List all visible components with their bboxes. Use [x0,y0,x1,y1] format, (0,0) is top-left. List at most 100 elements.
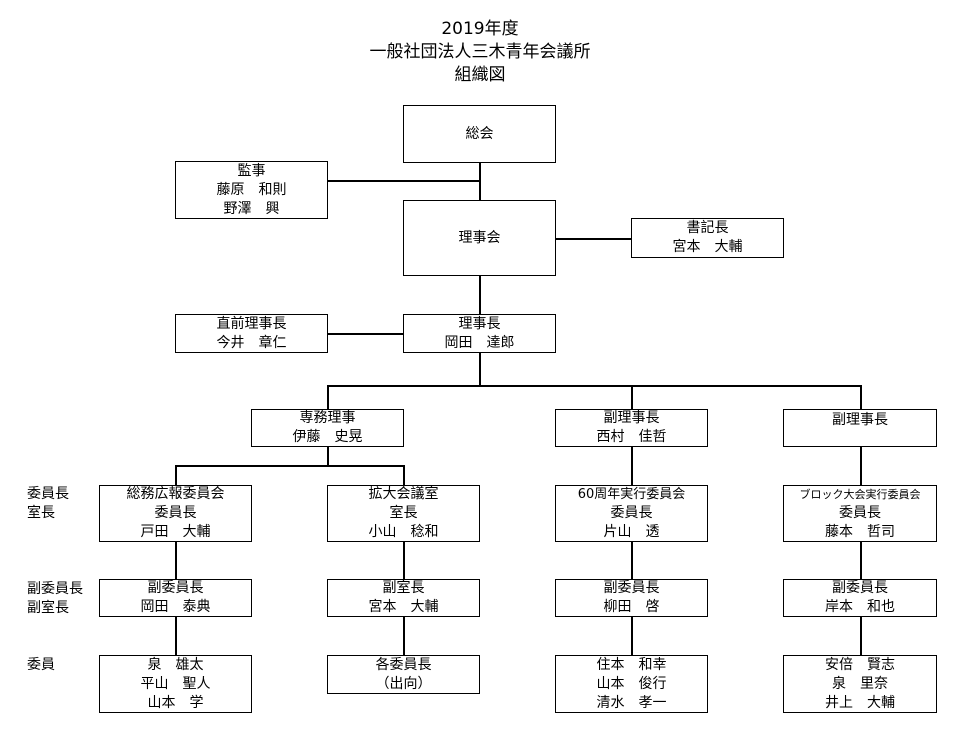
connector-executive-down [327,447,329,465]
members-office-box: 各委員長 （出向） [327,655,480,694]
row-label-office-head: 室長 [27,505,55,521]
member-name: 住本 和幸 [596,656,667,673]
connector-block-members [860,617,862,655]
committee-chair-name: 戸田 大輔 [140,524,211,540]
member-name: 山本 俊行 [596,675,667,692]
committee-role: 委員長 [610,505,653,521]
auditor-member: 野澤 興 [223,200,280,217]
committee-name: ブロック大会実行委員会 [799,488,921,501]
committee-role: 委員長 [839,505,881,521]
connector-past-president [327,333,403,335]
connector-vp1-down [631,447,633,485]
connector-office-members [403,617,405,655]
board-box: 理事会 [403,200,556,276]
committee-role: 委員長 [154,505,197,521]
committee-role: 室長 [389,505,418,521]
secretary-box: 書記長 宮本 大輔 [631,218,784,258]
vice-name: 岡田 泰典 [140,599,211,615]
connector-vp2-down [860,447,862,485]
vice-role: 副委員長 [832,580,888,596]
connector-executive-bar [327,385,861,387]
vice-block-box: 副委員長 岸本 和也 [783,579,937,617]
connector-secretary [556,238,631,240]
connector-60th-vice [631,542,633,579]
executive-director-box: 専務理事 伊藤 史晃 [251,409,404,447]
row-label-chair: 委員長 [27,486,69,502]
connector-to-office [403,465,405,485]
vice-role: 副委員長 [603,580,660,596]
member-name: 各委員長 [375,656,432,673]
members-general-box: 泉 雄太 平山 聖人 山本 学 [99,655,252,713]
secretary-name: 宮本 大輔 [672,239,743,255]
vice-name: 岸本 和也 [825,599,895,615]
row-label-vice-office-head: 副室長 [27,600,69,616]
committee-chair-name: 片山 透 [603,524,660,540]
member-name: 泉 雄太 [147,656,204,673]
president-box: 理事長 岡田 達郎 [403,314,556,353]
board-label: 理事会 [458,229,501,246]
auditor-member: 藤原 和則 [216,181,287,198]
auditor-label: 監事 [237,162,266,179]
committee-name: 60周年実行委員会 [577,487,686,502]
row-label-vice-chair: 副委員長 [27,581,83,597]
past-president-name: 今井 章仁 [216,334,287,351]
connector-to-general [175,465,177,485]
vice-role: 副委員長 [147,580,204,596]
member-name: 安倍 賢志 [825,656,895,673]
chart-title-organization: 一般社団法人三木青年会議所 [369,42,591,62]
member-name: 清水 孝一 [596,694,667,711]
vice-name: 柳田 啓 [603,599,660,615]
connector-to-vp2 [860,385,862,409]
secretary-label: 書記長 [686,220,729,236]
connector-board-president [479,276,481,314]
vice-president-box: 副理事長 [783,409,937,447]
committee-name: 拡大会議室 [368,486,439,502]
member-name: 泉 里奈 [832,675,888,692]
vice-60th-box: 副委員長 柳田 啓 [555,579,708,617]
members-block-box: 安倍 賢志 泉 里奈 井上 大輔 [783,655,937,713]
chart-title-year: 2019年度 [441,19,519,39]
member-name: 井上 大輔 [825,694,895,711]
auditor-box: 監事 藤原 和則 野澤 興 [175,161,328,219]
vice-president-label: 副理事長 [832,412,888,428]
vice-office-box: 副室長 宮本 大輔 [327,579,480,617]
connector-committee-bar [175,465,404,467]
connector-block-vice [860,542,862,579]
vice-president-box: 副理事長 西村 佳哲 [555,409,708,447]
member-name: （出向） [375,675,432,692]
vice-president-label: 副理事長 [603,410,660,426]
member-name: 平山 聖人 [140,675,211,692]
office-expanded-box: 拡大会議室 室長 小山 稔和 [327,485,480,542]
vice-president-name: 西村 佳哲 [596,429,667,445]
connector-auditor [327,180,480,182]
connector-to-vp1 [631,385,633,409]
committee-60th-box: 60周年実行委員会 委員長 片山 透 [555,485,708,542]
general-assembly-label: 総会 [465,125,494,142]
committee-general-box: 総務広報委員会 委員長 戸田 大輔 [99,485,252,542]
row-label-members: 委員 [27,657,55,673]
committee-chair-name: 藤本 哲司 [825,524,895,540]
general-assembly-box: 総会 [403,105,556,163]
vice-general-box: 副委員長 岡田 泰典 [99,579,252,617]
committee-block-box: ブロック大会実行委員会 委員長 藤本 哲司 [783,485,937,542]
connector-office-vice [403,542,405,579]
connector-60th-members [631,617,633,655]
president-label: 理事長 [458,315,501,332]
committee-chair-name: 小山 稔和 [368,524,439,540]
executive-director-label: 専務理事 [299,410,356,426]
connector-general-members [175,617,177,655]
past-president-label: 直前理事長 [216,315,287,332]
connector-president-down [479,353,481,385]
vice-role: 副室長 [382,580,425,596]
chart-title-subtitle: 組織図 [454,65,506,85]
member-name: 山本 学 [147,694,204,711]
executive-director-name: 伊藤 史晃 [292,429,363,445]
connector-general-vice [175,542,177,579]
members-60th-box: 住本 和幸 山本 俊行 清水 孝一 [555,655,708,713]
vice-name: 宮本 大輔 [368,599,439,615]
connector-to-executive [327,385,329,409]
committee-name: 総務広報委員会 [126,486,225,502]
past-president-box: 直前理事長 今井 章仁 [175,314,328,353]
president-name: 岡田 達郎 [444,334,515,351]
connector-assembly-board [479,163,481,201]
